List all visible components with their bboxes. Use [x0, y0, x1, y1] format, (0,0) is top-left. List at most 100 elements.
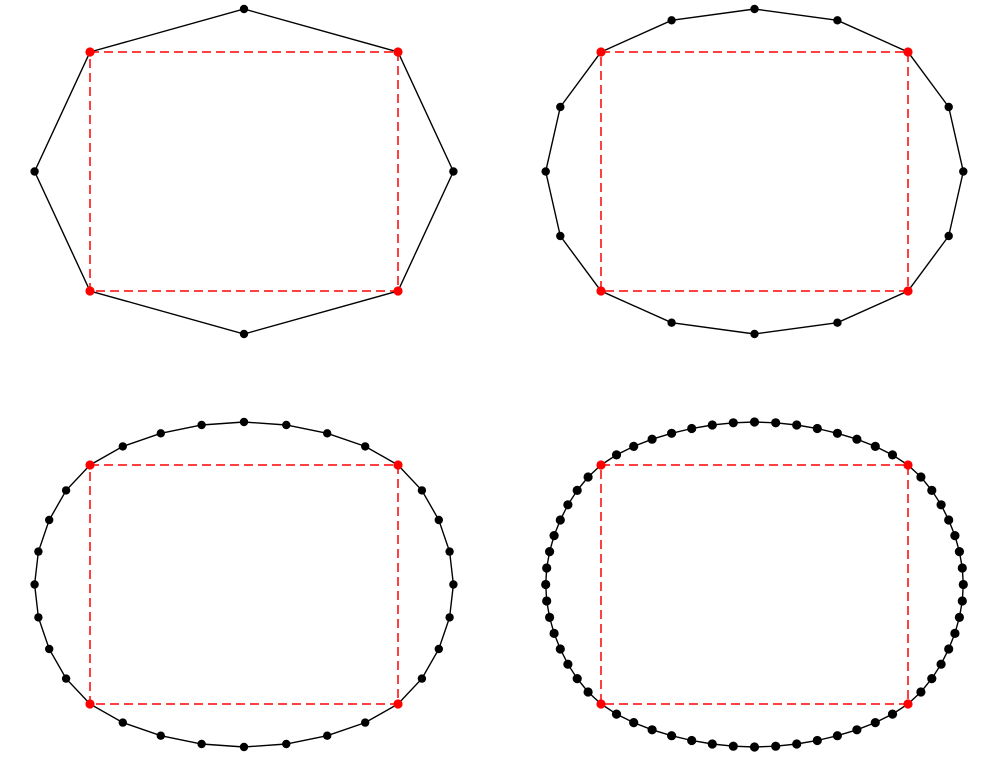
curve-point: [563, 500, 573, 510]
curve-point: [563, 659, 573, 669]
curve-point: [239, 329, 249, 339]
curve-point: [417, 674, 427, 683]
curve-point: [629, 441, 639, 451]
control-point: [393, 286, 403, 296]
curve-point: [728, 741, 738, 751]
curve-point: [45, 515, 54, 525]
curve-point: [445, 613, 454, 622]
curve-point: [542, 563, 552, 573]
curve-point: [887, 709, 898, 719]
curve-point: [957, 563, 967, 573]
control-point: [393, 699, 403, 709]
curve-point: [239, 4, 249, 14]
curve-point: [434, 515, 443, 525]
curve-point: [687, 423, 697, 434]
control-point: [85, 460, 95, 470]
curve-point: [282, 739, 291, 749]
curve-point: [197, 420, 206, 430]
curve-point: [852, 434, 862, 444]
curve-point: [707, 420, 717, 430]
control-point: [903, 286, 913, 296]
control-polygon: [89, 464, 399, 705]
control-point: [903, 460, 913, 470]
curve-point: [34, 547, 43, 556]
curve-point: [667, 731, 677, 741]
subdivision-curve: [544, 421, 965, 748]
curve-point: [667, 318, 676, 327]
control-polygon: [600, 51, 909, 292]
curve-point: [944, 644, 954, 654]
curve-point: [361, 442, 370, 451]
curve-point: [954, 612, 965, 623]
control-point: [903, 699, 913, 709]
curve-point: [549, 628, 559, 639]
curve-point: [957, 596, 967, 606]
curve-point: [832, 731, 843, 741]
curve-point: [541, 579, 551, 590]
curve-point: [61, 674, 71, 683]
curve-point: [958, 579, 968, 590]
curve-point: [687, 735, 697, 746]
curve-point: [647, 725, 657, 735]
curve-point: [583, 472, 593, 482]
curve-point: [542, 596, 552, 606]
curve-point: [156, 429, 165, 438]
curve-point: [870, 441, 880, 451]
curve-point: [549, 531, 559, 541]
curve-point: [323, 731, 332, 740]
curve-point: [30, 580, 39, 589]
curve-point: [950, 531, 960, 541]
curve-point: [950, 628, 960, 639]
curve-point: [556, 231, 565, 241]
control-point: [393, 47, 403, 57]
curve-point: [792, 420, 802, 430]
curve-point: [156, 731, 165, 740]
curve-point: [34, 613, 43, 622]
curve-point: [927, 674, 937, 684]
curve-point: [812, 423, 822, 434]
curve-point: [282, 420, 291, 430]
curve-point: [45, 644, 54, 654]
curve-point: [927, 485, 937, 495]
curve-point: [944, 515, 954, 525]
curve-point: [944, 231, 953, 241]
curve-point: [239, 742, 249, 752]
curve-point: [944, 102, 953, 112]
curve-point: [852, 725, 862, 735]
curve-point: [870, 718, 880, 728]
curve-point: [792, 739, 802, 749]
curve-point: [916, 472, 926, 482]
curve-point: [954, 547, 965, 557]
curve-point: [728, 418, 738, 428]
curve-point: [916, 687, 926, 697]
curve-point: [833, 318, 842, 327]
subdivision-curve: [33, 8, 455, 335]
control-point: [596, 286, 606, 296]
curve-point: [750, 329, 759, 339]
control-polygon: [600, 464, 909, 705]
curve-point: [936, 500, 946, 510]
curve-point: [449, 580, 458, 589]
control-point: [85, 47, 95, 57]
control-point: [393, 460, 403, 470]
curve-point: [629, 718, 639, 728]
curve-point: [583, 687, 593, 697]
curve-point: [749, 742, 760, 752]
curve-point: [771, 741, 781, 751]
curve-point: [323, 429, 332, 438]
curve-point: [611, 709, 622, 719]
control-point: [85, 286, 95, 296]
curve-point: [771, 418, 781, 428]
curve-point: [118, 442, 128, 451]
curve-point: [832, 428, 843, 438]
curve-point: [545, 612, 555, 623]
curve-point: [361, 718, 370, 727]
curve-point: [887, 450, 898, 460]
control-point: [85, 699, 95, 709]
curve-point: [61, 486, 71, 495]
subdivision-curve: [544, 8, 965, 335]
curve-point: [667, 16, 676, 25]
curve-point: [239, 417, 249, 427]
curve-point: [417, 486, 427, 495]
